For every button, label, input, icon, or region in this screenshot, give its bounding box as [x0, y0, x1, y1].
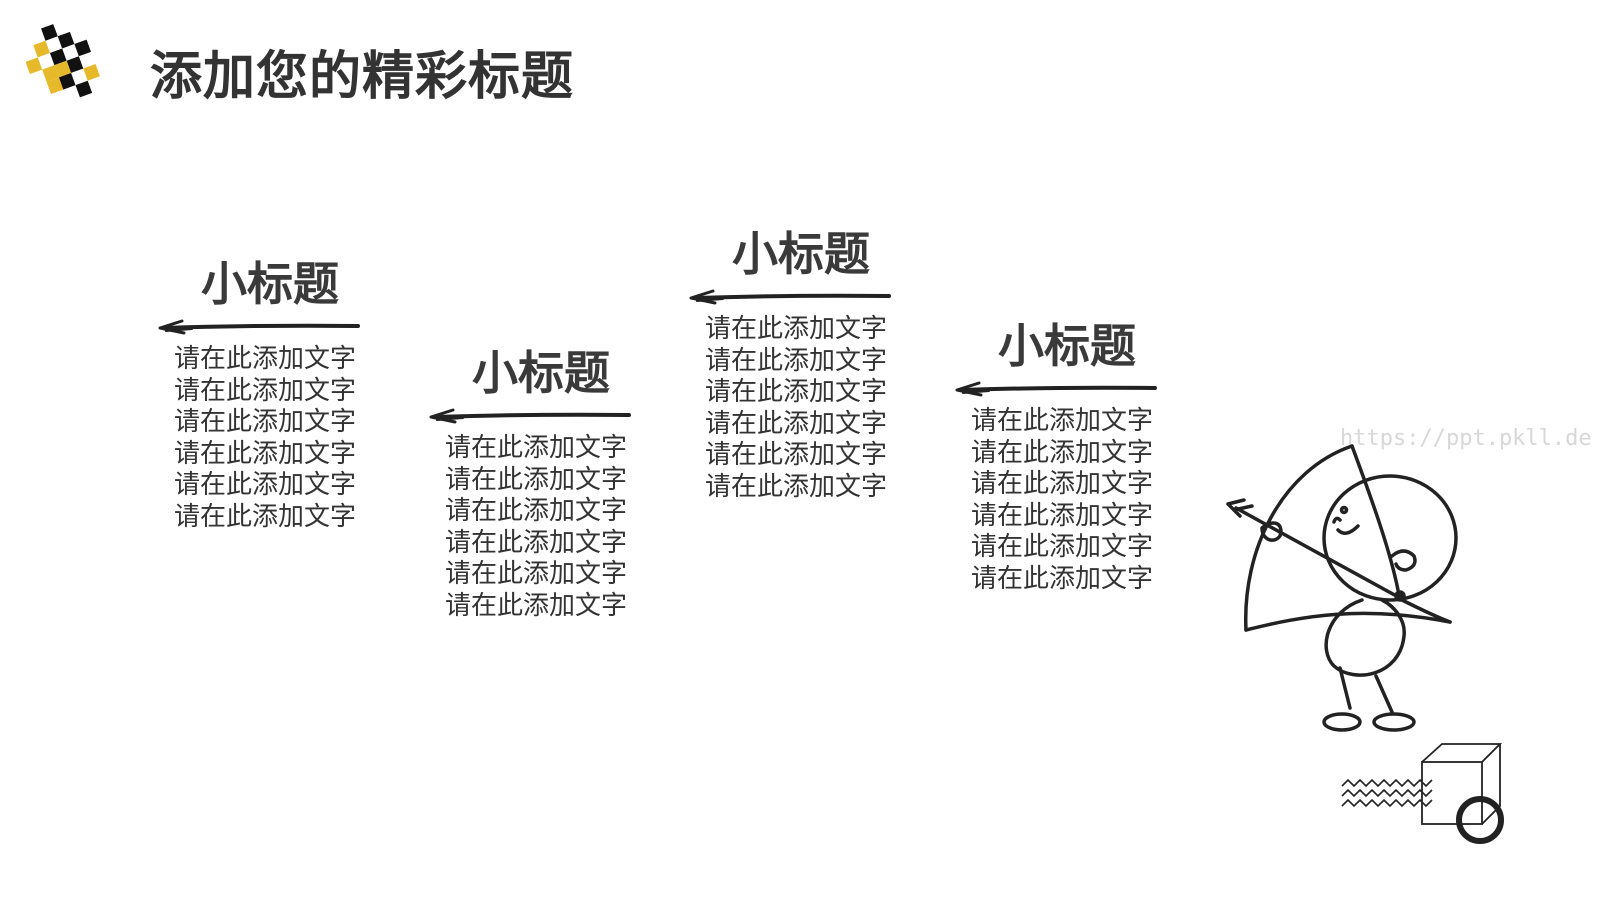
text-line: 请在此添加文字 [705, 377, 888, 407]
content-block-3: 小标题 请在此添加文字 请在此添加文字 请在此添加文字 请在此添加文字 请在此添… [687, 226, 897, 503]
text-line: 请在此添加文字 [174, 407, 357, 437]
decoration-group [1341, 743, 1504, 844]
subtitle: 小标题 [201, 257, 339, 311]
text-line: 请在此添加文字 [174, 375, 357, 406]
text-line: 请在此添加文字 [971, 532, 1154, 562]
text-line: 请在此添加文字 [174, 501, 357, 532]
stick-figure-archer-illustration [1226, 444, 1458, 732]
text-line: 请在此添加文字 [705, 408, 888, 439]
text-line: 请在此添加文字 [705, 471, 888, 502]
circle-outline-icon [1456, 796, 1504, 844]
checker-logo-icon [25, 24, 100, 98]
hand-drawn-arrow-icon [429, 408, 631, 424]
text-line: 请在此添加文字 [174, 344, 357, 374]
watermark: https://ppt.pkll.de [1340, 426, 1592, 451]
text-line: 请在此添加文字 [971, 437, 1154, 468]
text-lines: 请在此添加文字 请在此添加文字 请在此添加文字 请在此添加文字 请在此添加文字 … [687, 314, 897, 503]
text-lines: 请在此添加文字 请在此添加文字 请在此添加文字 请在此添加文字 请在此添加文字 … [156, 344, 366, 533]
text-line: 请在此添加文字 [971, 469, 1154, 499]
hand-drawn-arrow-icon [158, 319, 360, 335]
hand-drawn-arrow-icon [689, 289, 891, 305]
text-line: 请在此添加文字 [971, 406, 1154, 436]
zigzag-lines-icon [1341, 778, 1433, 808]
text-line: 请在此添加文字 [445, 433, 628, 463]
text-line: 请在此添加文字 [705, 345, 888, 376]
text-line: 请在此添加文字 [705, 440, 888, 470]
text-line: 请在此添加文字 [971, 500, 1154, 531]
text-line: 请在此添加文字 [445, 464, 628, 495]
text-line: 请在此添加文字 [174, 438, 357, 469]
text-lines: 请在此添加文字 请在此添加文字 请在此添加文字 请在此添加文字 请在此添加文字 … [953, 406, 1163, 595]
text-line: 请在此添加文字 [174, 470, 357, 500]
text-line: 请在此添加文字 [705, 314, 888, 344]
content-block-2: 小标题 请在此添加文字 请在此添加文字 请在此添加文字 请在此添加文字 请在此添… [427, 345, 637, 622]
subtitle: 小标题 [472, 346, 610, 400]
text-line: 请在此添加文字 [445, 527, 628, 558]
cube-outline-icon [1421, 743, 1503, 825]
text-line: 请在此添加文字 [445, 590, 628, 621]
subtitle: 小标题 [732, 227, 870, 281]
text-line: 请在此添加文字 [445, 496, 628, 526]
content-block-1: 小标题 请在此添加文字 请在此添加文字 请在此添加文字 请在此添加文字 请在此添… [156, 256, 366, 533]
subtitle: 小标题 [998, 319, 1136, 373]
text-lines: 请在此添加文字 请在此添加文字 请在此添加文字 请在此添加文字 请在此添加文字 … [427, 433, 637, 622]
content-block-4: 小标题 请在此添加文字 请在此添加文字 请在此添加文字 请在此添加文字 请在此添… [953, 318, 1163, 595]
text-line: 请在此添加文字 [445, 559, 628, 589]
hand-drawn-arrow-icon [955, 381, 1157, 397]
page-title: 添加您的精彩标题 [150, 47, 575, 107]
text-line: 请在此添加文字 [971, 563, 1154, 594]
